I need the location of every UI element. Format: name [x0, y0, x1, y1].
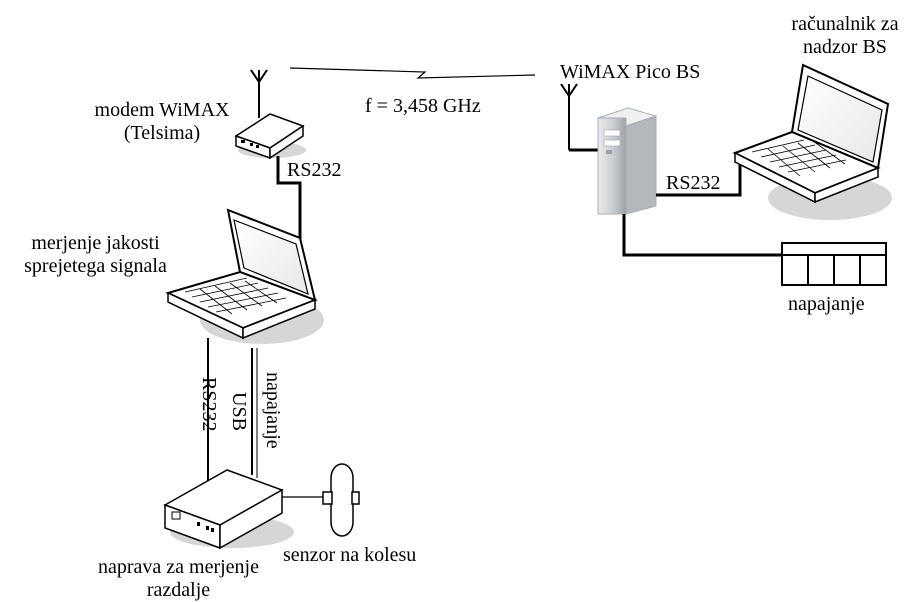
wheel-sensor-icon — [322, 463, 360, 537]
measurement-laptop-icon — [165, 208, 324, 344]
modem-icon — [234, 113, 306, 160]
bs-power-cable — [622, 214, 782, 257]
bs-rs232-label: RS232 — [666, 172, 721, 194]
monitoring-pc-label-line2: nadzor BS — [803, 36, 887, 58]
monitoring-laptop-icon — [732, 63, 892, 220]
distance-device-label: naprava za merjenje razdalje — [86, 556, 271, 602]
base-station-tower-icon — [596, 107, 658, 215]
monitoring-pc-label-line1: računalnik za — [791, 13, 899, 35]
bs-rs232-cable — [656, 165, 742, 197]
measurement-label: merjenje jakosti sprejetega signala — [3, 232, 188, 278]
wireless-link — [289, 67, 536, 79]
bs-antenna-icon — [560, 83, 598, 152]
modem-antenna-icon — [250, 69, 268, 118]
monitoring-pc-label: računalnik za nadzor BS — [770, 13, 916, 59]
distance-device-icon — [163, 469, 294, 550]
frequency-label: f = 3,458 GHz — [365, 95, 481, 117]
modem-label-line1: modem WiMAX — [94, 99, 230, 121]
measurement-label-line2: sprejetega signala — [24, 255, 167, 277]
power-strip-icon — [781, 242, 887, 286]
usb-cable-label: USB — [228, 392, 250, 431]
modem-label-line2: (Telsima) — [123, 122, 201, 144]
wheel-sensor-label: senzor na kolesu — [283, 544, 417, 566]
distance-device-label-line2: razdalje — [146, 579, 211, 601]
distance-device-label-line1: naprava za merjenje — [97, 556, 259, 578]
power-label: napajanje — [788, 293, 865, 315]
modem-rs232-cable — [276, 156, 302, 242]
power-cable-label: napajanje — [262, 372, 284, 449]
modem-label: modem WiMAX (Telsima) — [72, 99, 252, 145]
base-station-label: WiMAX Pico BS — [560, 61, 701, 83]
rs232-cable-label: RS232 — [198, 377, 220, 432]
modem-rs232-label: RS232 — [287, 159, 342, 181]
measurement-label-line1: merjenje jakosti — [31, 232, 160, 254]
